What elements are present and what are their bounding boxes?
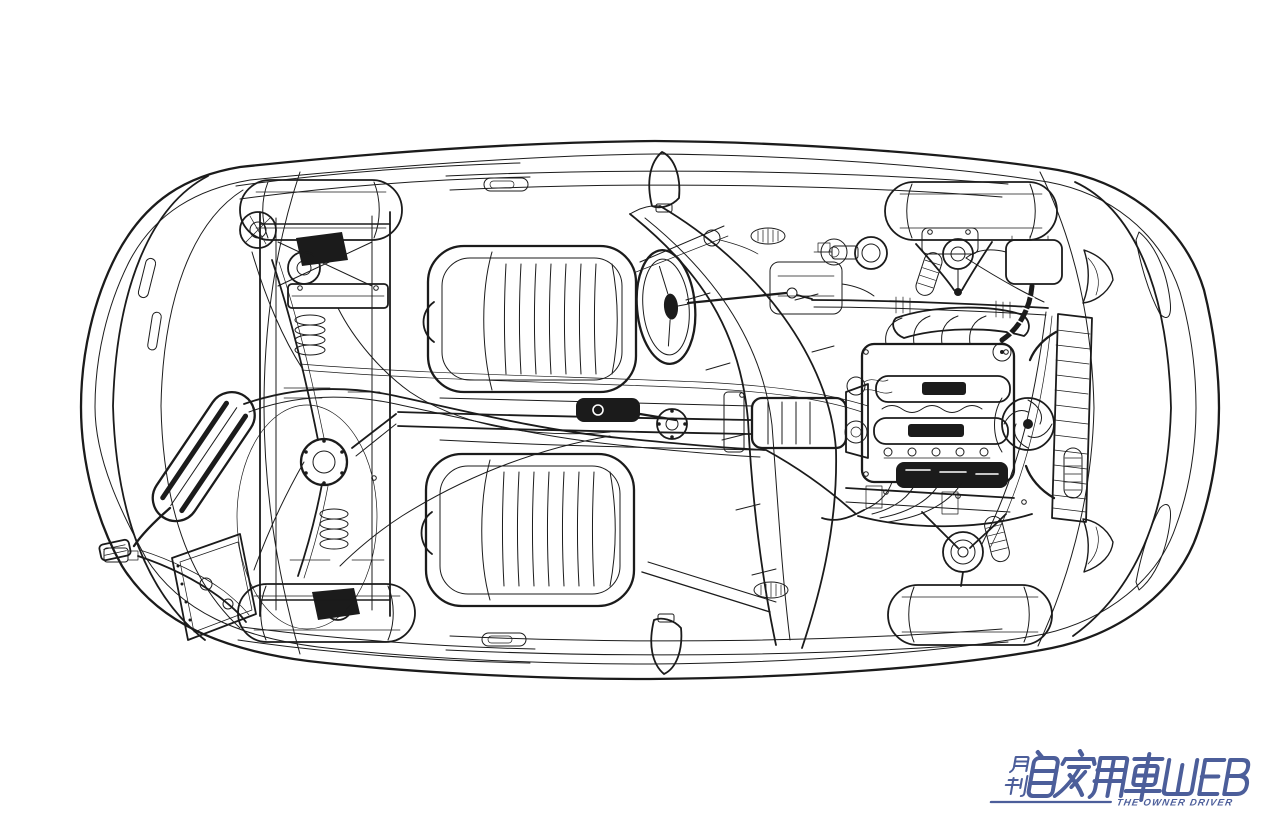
tie-rod-lower <box>981 311 1053 549</box>
windshield-frame <box>629 205 838 649</box>
spark-plug-wires <box>881 405 983 413</box>
fuel-filler-hose <box>103 547 250 623</box>
speaker-grille-lower <box>753 581 789 599</box>
rear-subframe <box>251 211 391 617</box>
blower-motor <box>820 238 848 266</box>
heater-unit <box>769 238 875 315</box>
driveshaft-flange <box>656 408 688 440</box>
cam-cover-rear <box>873 417 1009 445</box>
door-sill-upper <box>445 170 1009 198</box>
rear-coil-springs <box>294 314 349 550</box>
transmission <box>723 383 869 459</box>
ac-drier <box>1063 447 1083 499</box>
door-handle-upper <box>483 177 529 192</box>
handbrake-cables <box>337 307 611 567</box>
side-mirror-lower <box>650 613 683 675</box>
oil-cap <box>992 342 1012 362</box>
exhaust-heat-shield <box>896 462 1008 488</box>
front-hub-lower <box>942 531 984 573</box>
door-brace-lower <box>641 561 777 613</box>
engine-block <box>844 342 1016 488</box>
door-sill-lower <box>445 628 1009 656</box>
rear-knuckle-upper <box>287 232 348 285</box>
intake-runners <box>885 315 987 345</box>
steering-wheel <box>635 249 697 365</box>
coil-spring-front-lower <box>984 515 1010 563</box>
headlight-lens-upper <box>1082 249 1114 304</box>
site-logo: THE OWNER DRIVER <box>989 749 1251 809</box>
front-crossmember <box>845 485 1015 515</box>
front-vent-upper <box>1135 231 1171 318</box>
side-mirror-upper <box>648 151 681 213</box>
front-suspension-upper <box>915 227 993 296</box>
logo-wordmark-latin <box>1161 758 1251 796</box>
distributor <box>846 376 866 396</box>
logo-prefix <box>1004 755 1030 798</box>
rear-crossmember <box>287 283 389 309</box>
logo-wordmark-cjk <box>1026 749 1165 802</box>
exhaust-midpipe <box>243 388 857 515</box>
logo-tagline: THE OWNER DRIVER <box>1116 798 1234 809</box>
muffler <box>151 391 256 523</box>
door-handle-lower <box>481 632 527 647</box>
front-suspension-lower <box>921 511 1010 587</box>
driveshaft-to-diff <box>351 413 397 457</box>
injector-rail <box>883 447 991 459</box>
front-bumper-seam <box>1072 181 1172 637</box>
tie-rod-upper <box>965 257 1045 303</box>
wheel-front-lower <box>887 584 1053 646</box>
fan-shroud <box>994 397 1003 453</box>
spare-tire-well <box>236 404 378 630</box>
heat-shield-plate <box>171 533 257 641</box>
seat-lower <box>420 452 636 608</box>
rear-bumper-seam <box>112 175 244 641</box>
front-vent-lower <box>1135 504 1171 591</box>
differential <box>299 437 349 487</box>
headlight-lens-lower <box>1082 518 1114 573</box>
airbox <box>965 235 1063 285</box>
coil-spring-front-upper <box>915 252 943 296</box>
fuel-lines <box>299 363 869 413</box>
front-sway-bar <box>857 513 1033 528</box>
fasteners <box>297 229 1027 505</box>
hood-shutline <box>1037 171 1095 647</box>
alternator <box>844 420 868 444</box>
wiper-motor <box>703 229 759 255</box>
taillight-slots <box>137 257 162 351</box>
shifter-console <box>576 398 678 422</box>
seat-upper <box>422 244 638 394</box>
master-cylinder <box>831 245 859 260</box>
steering-rack <box>811 296 1049 319</box>
speaker-grille-upper <box>750 227 786 245</box>
wheel-front-upper <box>884 181 1058 296</box>
brake-booster <box>813 236 888 270</box>
exhaust-tailpipe <box>98 506 172 562</box>
intake-plenum <box>885 306 1030 345</box>
cam-cover-front <box>875 375 1011 403</box>
driveshaft <box>397 411 753 435</box>
radiator-hoses <box>1024 330 1058 500</box>
cooling-fan <box>994 397 1055 453</box>
intake-hose <box>999 283 1035 343</box>
rear-axle-shafts <box>271 259 329 579</box>
wheel-rear-lower <box>237 583 416 643</box>
